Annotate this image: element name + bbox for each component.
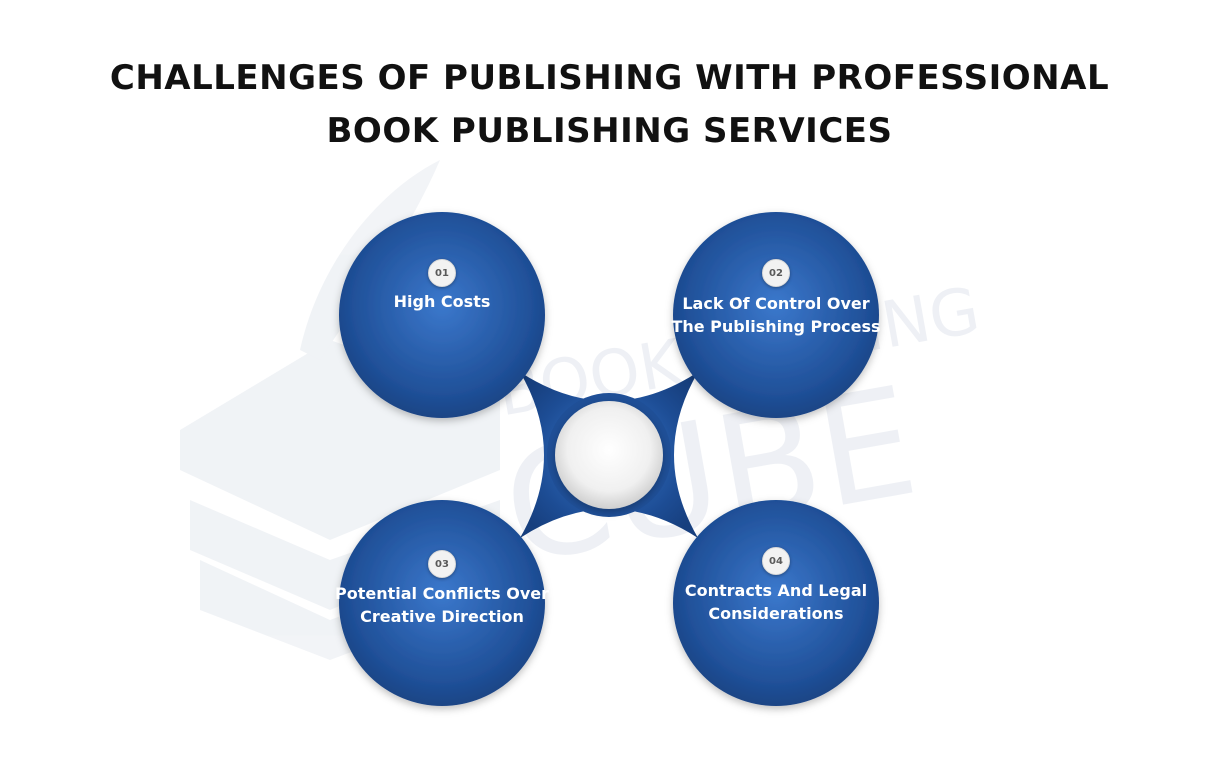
title-line-2: BOOK PUBLISHING SERVICES xyxy=(326,111,893,151)
item-label-02: Lack Of Control Over The Publishing Proc… xyxy=(671,294,881,336)
number-badge-02: 02 xyxy=(762,259,790,287)
number-badge-04: 04 xyxy=(762,547,790,575)
center-circle xyxy=(555,401,663,509)
circle-04 xyxy=(673,500,879,706)
circle-01 xyxy=(339,212,545,418)
circle-02 xyxy=(673,212,879,418)
title-line-1: CHALLENGES OF PUBLISHING WITH PROFESSION… xyxy=(109,58,1110,98)
page-title: CHALLENGES OF PUBLISHING WITH PROFESSION… xyxy=(0,52,1219,158)
item-label-03: Potential Conflicts Over Creative Direct… xyxy=(334,584,550,626)
number-badge-01: 01 xyxy=(428,259,456,287)
circle-03 xyxy=(339,500,545,706)
item-label-01: High Costs xyxy=(393,292,491,311)
number-badge-03: 03 xyxy=(428,550,456,578)
item-label-04: Contracts And Legal Considerations xyxy=(684,581,868,623)
